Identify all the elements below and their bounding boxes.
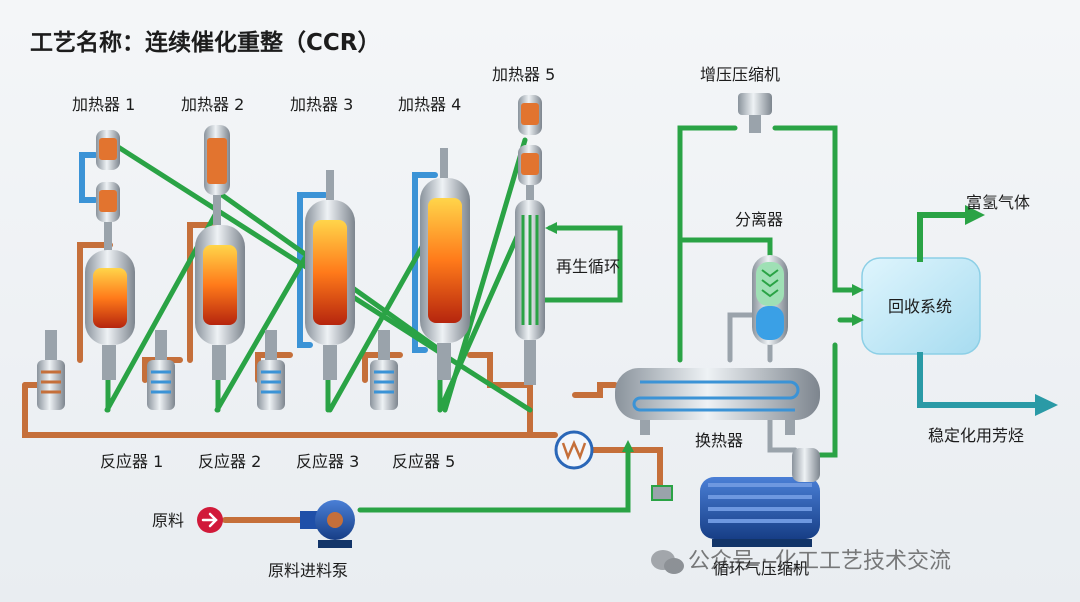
recovery-inlet-arrow-icon-2	[852, 314, 864, 326]
separator-label: 分离器	[735, 210, 783, 229]
regeneration-column	[515, 200, 545, 385]
reactor-2-label: 反应器 2	[198, 452, 261, 471]
feed-pump	[300, 500, 355, 548]
reactor-3-vessel	[305, 170, 355, 380]
main-heat-exchanger	[615, 368, 820, 435]
hydrogen-output-arrow-icon	[917, 205, 985, 262]
recovery-inlet-arrow-icon	[852, 284, 864, 296]
heater-2-label: 加热器 2	[181, 95, 244, 114]
heater-2-unit	[204, 125, 230, 225]
coil-exchanger-1	[37, 330, 65, 410]
heater-3-label: 加热器 3	[290, 95, 353, 114]
heater-4-label: 加热器 4	[398, 95, 461, 114]
regen-loop-label: 再生循环	[556, 257, 620, 276]
coil-exchanger-3	[257, 330, 285, 410]
booster-compressor-label: 增压压缩机	[700, 65, 780, 84]
coil-exchanger-2	[147, 330, 175, 410]
coil-exchanger-4	[370, 330, 398, 410]
reactor-3-label: 反应器 3	[296, 452, 359, 471]
feed-pump-label: 原料进料泵	[268, 561, 348, 580]
reactor-1-label: 反应器 1	[100, 452, 163, 471]
regen-return-arrow-icon	[545, 222, 557, 234]
aromatics-output-arrow-icon	[917, 352, 1058, 416]
recovery-system-label: 回收系统	[888, 297, 952, 316]
separator-vessel	[752, 255, 788, 345]
feed-preheater-coil	[554, 430, 594, 470]
feed-label: 原料	[152, 511, 184, 530]
heater-5-label: 加热器 5	[492, 65, 555, 84]
feed-inlet-arrow-icon	[197, 507, 223, 533]
heater-1-unit	[96, 130, 120, 252]
watermark-text: 公众号 · 化工工艺技术交流	[688, 549, 951, 574]
reactor-5-label: 反应器 5	[392, 452, 455, 471]
recycle-compressor	[700, 448, 820, 547]
wechat-logo-icon	[651, 550, 684, 574]
reactor-2-vessel	[195, 225, 245, 380]
reactor-4-vessel	[420, 148, 470, 380]
recycle-compressor-label: 循环气压缩机	[713, 559, 809, 578]
page-title: 工艺名称：连续催化重整（CCR）	[30, 29, 380, 56]
heater-5-unit	[518, 95, 542, 200]
feed-up-arrow-icon	[622, 440, 634, 452]
hydrogen-output-label: 富氢气体	[966, 193, 1030, 212]
heat-exchanger-label: 换热器	[695, 431, 743, 450]
reactor-1-vessel	[85, 250, 135, 380]
coil-exchanger-group	[37, 330, 398, 410]
drain-block	[651, 485, 673, 501]
booster-compressor	[738, 93, 772, 133]
grey-pipe-network	[727, 312, 798, 453]
aromatics-output-label: 稳定化用芳烃	[928, 426, 1024, 445]
heater-1-label: 加热器 1	[72, 95, 135, 114]
